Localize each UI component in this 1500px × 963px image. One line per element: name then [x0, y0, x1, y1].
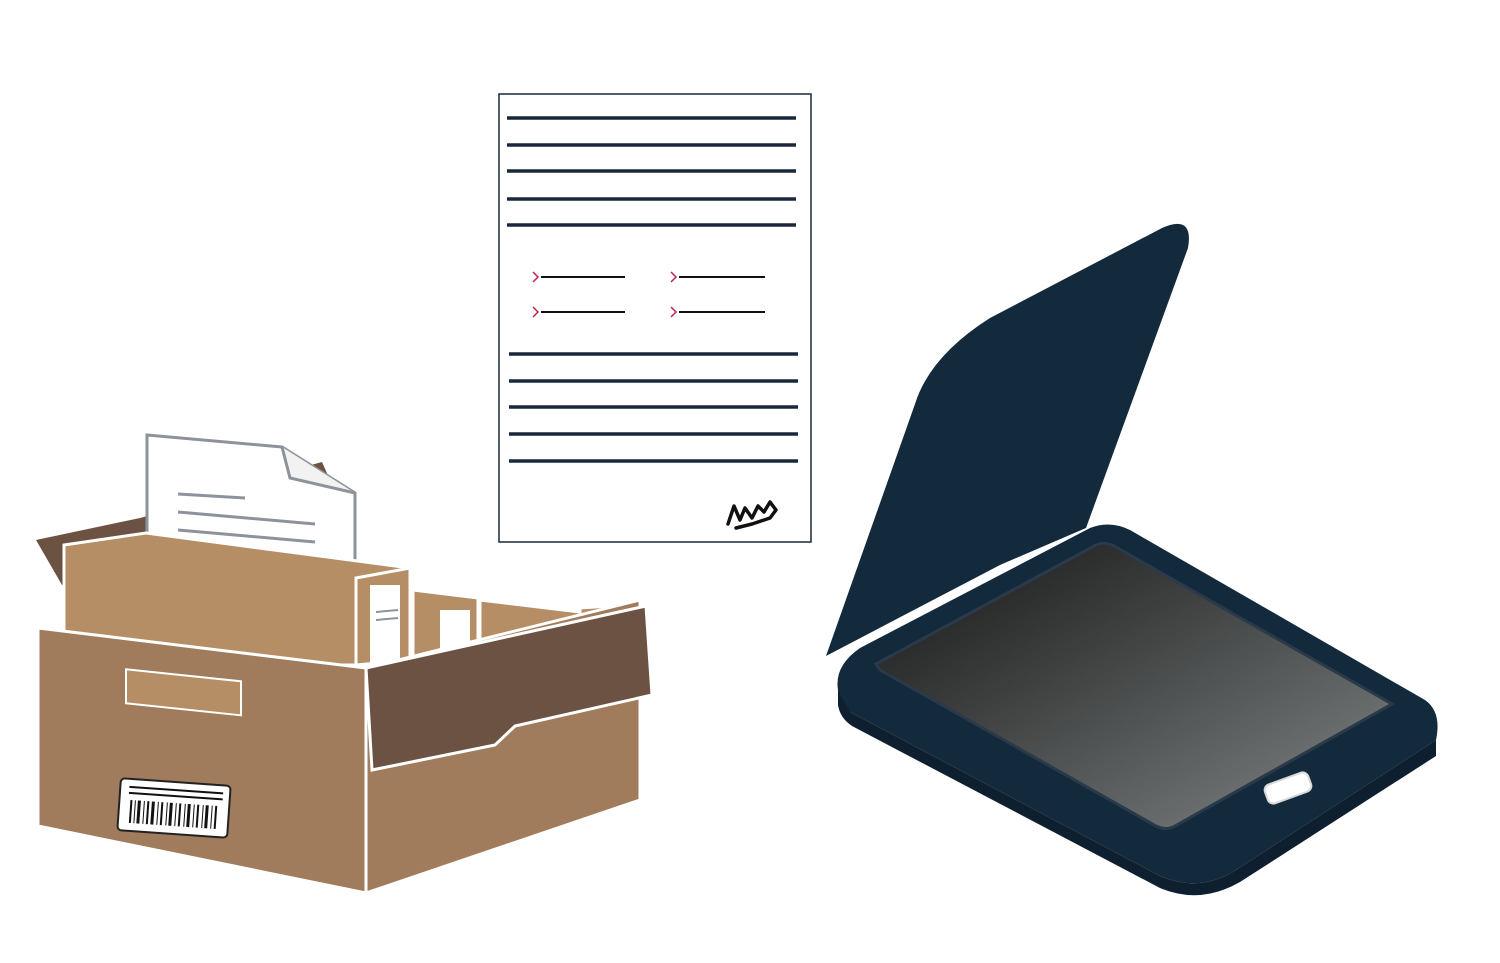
box-front: [36, 626, 368, 895]
archive-box-icon: [36, 433, 654, 896]
signature-icon: [726, 500, 778, 530]
document-page: [498, 93, 812, 543]
document-icon: [498, 93, 812, 543]
scanner-icon: [826, 223, 1438, 896]
document-text-lines: [507, 116, 798, 463]
document-bullet-list: [532, 271, 765, 318]
scanner-glass: [873, 541, 1396, 830]
box-right-flap: [364, 604, 654, 772]
scanner-lid: [826, 223, 1189, 656]
box-handle: [125, 668, 242, 717]
barcode-icon: [116, 777, 232, 839]
scanner-button: [1263, 771, 1313, 805]
